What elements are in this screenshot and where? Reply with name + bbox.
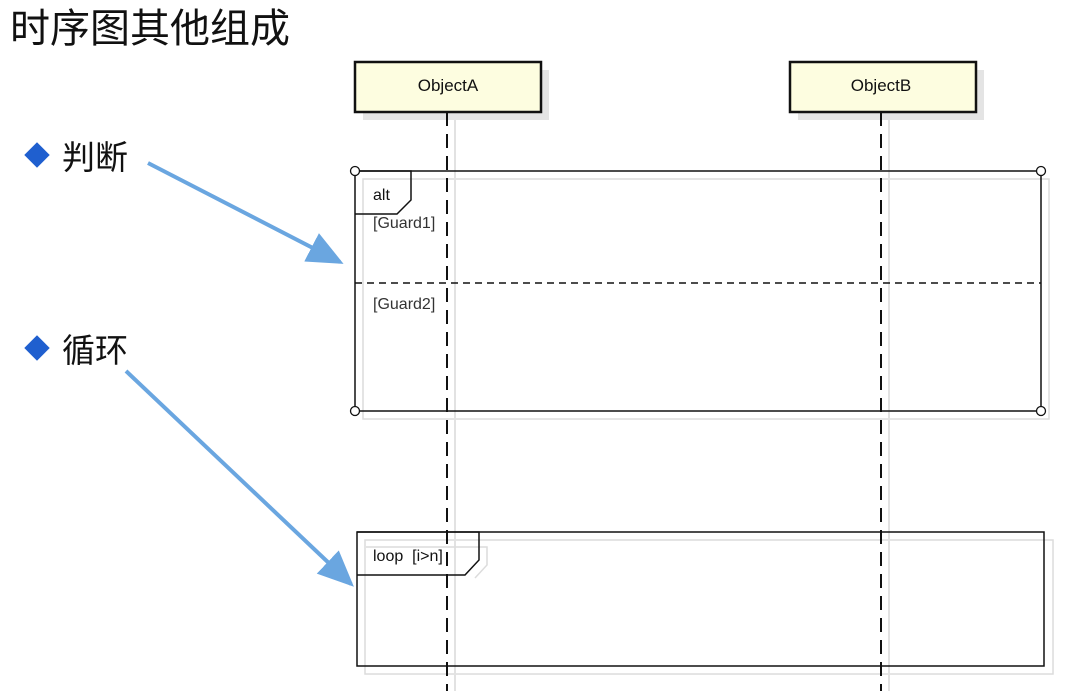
alt-guard1-label: [Guard1] (373, 215, 435, 232)
bullet-loop: 循环 (24, 324, 128, 372)
alt-guard2-label: [Guard2] (373, 296, 435, 313)
bullet-alt: 判断 (24, 131, 128, 179)
loop-fragment[interactable]: loop [i>n] (356, 531, 1045, 667)
alt-fragment[interactable]: alt [Guard1] [Guard2] (349, 165, 1047, 417)
loop-fragment-frame[interactable] (356, 531, 1045, 667)
alt-operator-tab (355, 170, 412, 215)
alt-fragment-frame[interactable] (354, 170, 1042, 412)
loop-tab-shadow (366, 546, 488, 579)
loop-operator-tab (357, 531, 480, 576)
bullet-alt-label: 判断 (62, 138, 128, 177)
alt-callout-arrow (147, 161, 344, 264)
resize-handle-bottom-right[interactable] (1035, 405, 1047, 417)
alt-fragment-shadow (362, 178, 1050, 420)
lifeline-objectb[interactable]: ObjectB (788, 60, 978, 114)
resize-handle-top-left[interactable] (349, 165, 361, 177)
resize-handle-bottom-left[interactable] (349, 405, 361, 417)
lifeline-objecta[interactable]: ObjectA (353, 60, 543, 114)
loop-callout-arrow (124, 369, 354, 587)
loop-fragment-shadow (364, 539, 1054, 675)
lifeline-objectb-label: ObjectB (851, 76, 911, 95)
bullet-loop-label: 循环 (62, 331, 128, 370)
alt-operator-label: alt (373, 187, 390, 204)
lifeline-objecta-label: ObjectA (418, 76, 479, 95)
loop-operator-label: loop [i>n] (373, 548, 443, 565)
lifeline-objecta-box[interactable] (353, 60, 543, 114)
lifeline-objectb-box[interactable] (788, 60, 978, 114)
resize-handle-top-right[interactable] (1035, 165, 1047, 177)
slide-title: 时序图其他组成 (10, 6, 290, 52)
